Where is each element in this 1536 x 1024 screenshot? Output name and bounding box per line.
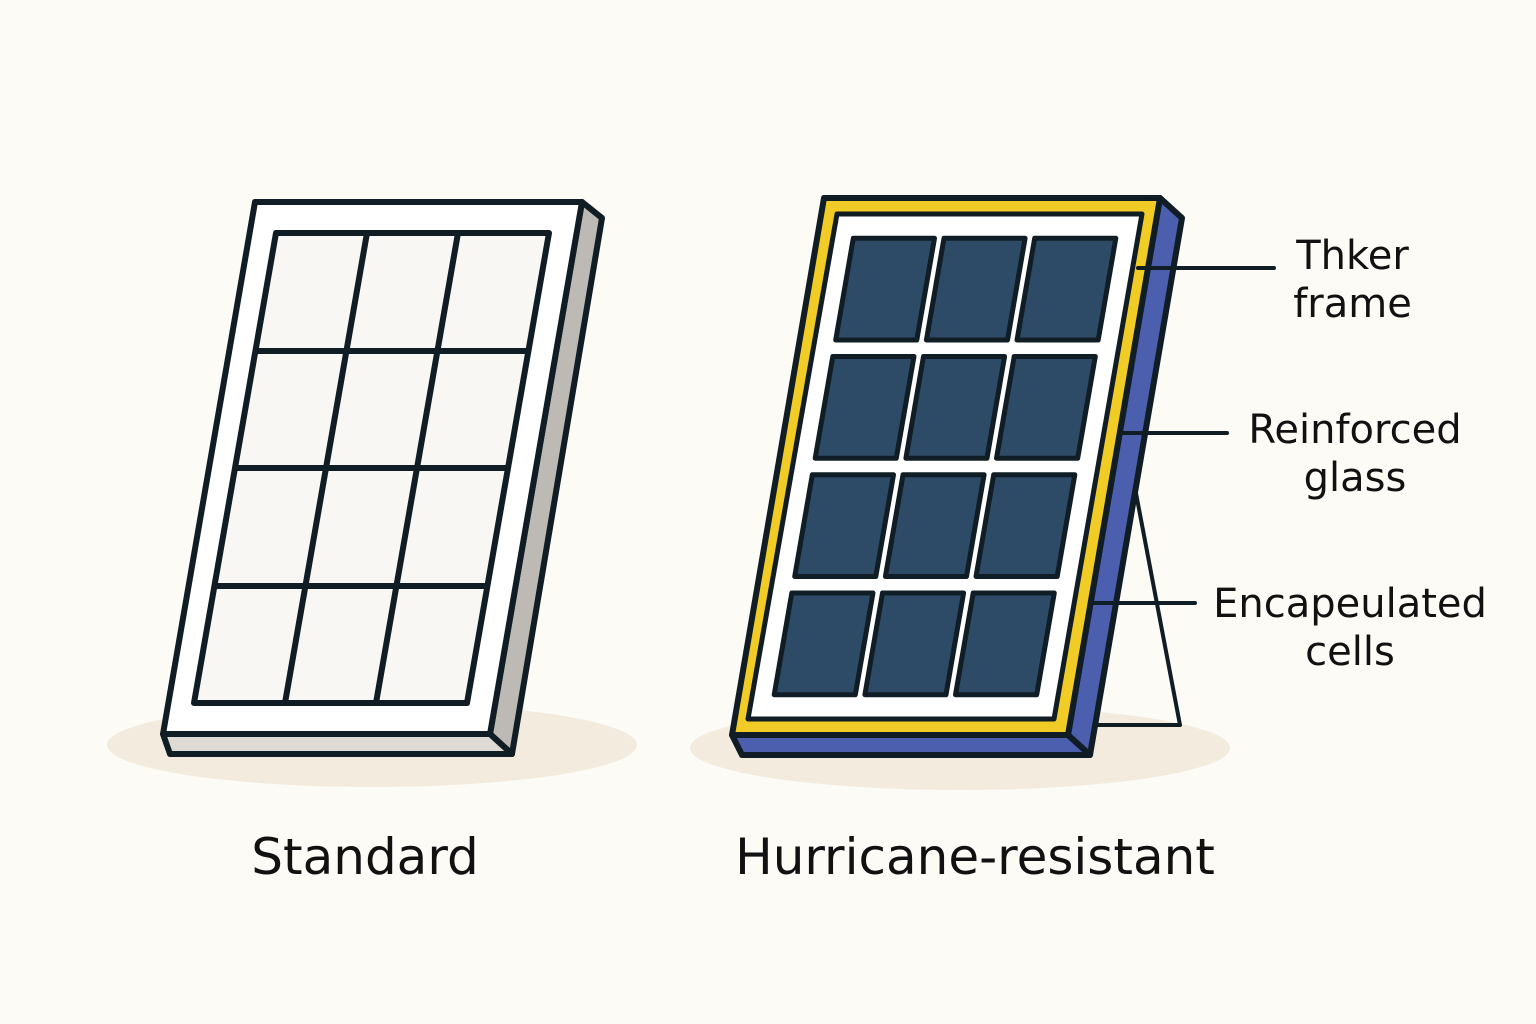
hurricane-solar-cell: [833, 235, 937, 343]
standard-grid-col-line: [373, 232, 461, 704]
hurricane-solar-cell: [903, 354, 1008, 461]
standard-panel-grid-lines: [214, 232, 528, 704]
glass-callout-line-1: Reinforced: [1248, 407, 1462, 453]
hurricane-solar-cell: [994, 354, 1098, 461]
hurricane-panel: [729, 195, 1185, 758]
hurricane-solar-cell: [1014, 235, 1119, 343]
cells-callout-line-1: Encapeulated: [1213, 581, 1487, 627]
hurricane-solar-cell: [792, 472, 896, 579]
frame-callout-line-2: frame: [1293, 281, 1412, 327]
hurricane-panel-cells: [771, 235, 1119, 698]
callout-leaders: [1092, 266, 1276, 605]
hurricane-solar-cell: [882, 472, 987, 579]
hurricane-solar-cell: [923, 235, 1028, 343]
standard-panel-caption: Standard: [251, 828, 479, 886]
hurricane-solar-cell: [862, 590, 967, 698]
hurricane-panel-caption: Hurricane-resistant: [735, 828, 1215, 886]
glass-callout: Reinforced glass: [1235, 406, 1475, 502]
standard-grid-col-line: [282, 232, 370, 704]
cells-callout-line-2: cells: [1305, 629, 1395, 675]
hurricane-solar-cell: [812, 354, 917, 461]
cells-callout: Encapeulated cells: [1205, 580, 1495, 676]
hurricane-panel-support-stand: [1096, 487, 1182, 727]
hurricane-solar-cell: [973, 472, 1078, 579]
hurricane-solar-cell: [953, 590, 1057, 698]
standard-panel: [160, 199, 605, 757]
frame-callout: Thker frame: [1270, 232, 1435, 328]
hurricane-solar-cell: [771, 590, 876, 698]
frame-callout-line-1: Thker: [1296, 233, 1409, 279]
glass-callout-line-2: glass: [1303, 455, 1407, 501]
